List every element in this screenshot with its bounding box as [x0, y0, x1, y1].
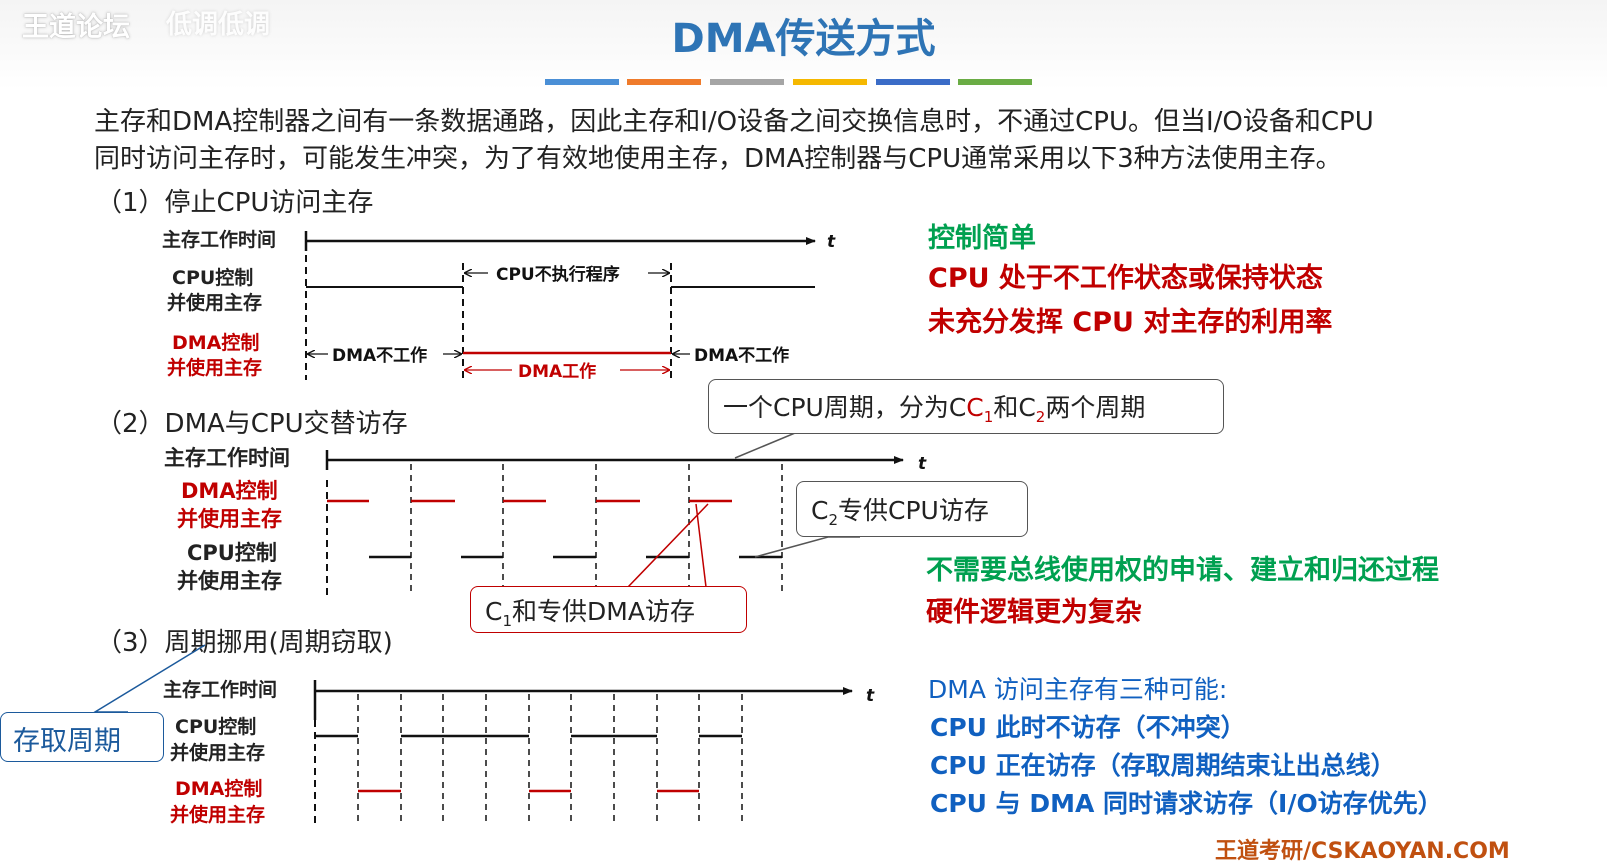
title-color-bar — [793, 79, 867, 85]
s2-label-cpu-2: 并使用主存 — [177, 569, 282, 593]
intro-line-2: 同时访问主存时，可能发生冲突，为了有效地使用主存，DMA控制器与CPU通常采用以… — [94, 144, 1342, 174]
s1-note-3: 未充分发挥 CPU 对主存的利用率 — [928, 307, 1333, 338]
section1-heading: （1）停止CPU访问主存 — [96, 188, 374, 218]
s2-cycle-guides — [410, 464, 783, 595]
s2-label-dma-2: 并使用主存 — [177, 507, 282, 531]
watermark-text: 低调低调 — [166, 10, 271, 40]
s3-axis-t: t — [866, 686, 875, 706]
s1-cpu-idle-label: CPU不执行程序 — [496, 264, 620, 285]
s1-dma-work-label: DMA工作 — [518, 361, 596, 382]
s3-callout-access-cycle: 存取周期 — [0, 712, 164, 762]
forum-logo: 王道论坛 — [22, 12, 130, 43]
s3-label-dma-1: DMA控制 — [175, 778, 263, 800]
footer-site: 王道考研/CSKAOYAN.COM — [1215, 839, 1510, 864]
s1-note-2: CPU 处于不工作状态或保持状态 — [928, 263, 1323, 294]
section2-heading: （2）DMA与CPU交替访存 — [96, 409, 408, 439]
s2-callout-c1: C1和专供DMA访存 — [470, 586, 747, 633]
s3-note-1: CPU 此时不访存（不冲突） — [930, 713, 1246, 742]
intro-line-1: 主存和DMA控制器之间有一条数据通路，因此主存和I/O设备之间交换信息时，不通过… — [94, 107, 1374, 137]
title-color-bar — [876, 79, 950, 85]
s2-label-memory: 主存工作时间 — [164, 446, 290, 470]
s3-label-memory: 主存工作时间 — [163, 679, 278, 701]
s1-label-memory: 主存工作时间 — [162, 229, 277, 251]
title-color-bar — [958, 79, 1032, 85]
s2-note-2: 硬件逻辑更为复杂 — [926, 597, 1142, 628]
s1-label-cpu-2: 并使用主存 — [167, 292, 263, 314]
s2-callout-c2-pointer — [754, 536, 860, 558]
s1-label-dma-1: DMA控制 — [172, 332, 260, 354]
s1-note-1: 控制简单 — [928, 223, 1036, 254]
s3-note-2: CPU 正在访存（存取周期结束让出总线） — [930, 751, 1396, 780]
s1-axis-t: t — [827, 232, 836, 252]
section3-heading: （3）周期挪用(周期窃取) — [96, 628, 393, 658]
s3-label-dma-2: 并使用主存 — [170, 804, 266, 826]
s3-callout-pointer — [92, 644, 206, 713]
s2-callout-cycle-pointer — [734, 432, 830, 459]
s3-label-cpu-1: CPU控制 — [175, 716, 257, 738]
s2-label-dma-1: DMA控制 — [181, 479, 278, 503]
s2-callout-c1-pointer-b — [695, 503, 707, 588]
s1-dma-idle-right: DMA不工作 — [694, 345, 789, 366]
s2-note-1: 不需要总线使用权的申请、建立和归还过程 — [926, 555, 1439, 586]
s3-note-3: CPU 与 DMA 同时请求访存（I/O访存优先） — [930, 789, 1443, 818]
s3-cycle-guides — [357, 694, 743, 825]
s1-label-dma-2: 并使用主存 — [167, 357, 263, 379]
s2-callout-c1-pointer-a — [627, 503, 709, 588]
s1-label-cpu-1: CPU控制 — [172, 267, 254, 289]
s2-axis-t: t — [918, 454, 927, 474]
title-color-bar — [627, 79, 701, 85]
title-color-bar — [545, 79, 619, 85]
s2-callout-c2: C2专供CPU访存 — [796, 481, 1028, 537]
s2-callout-cycle: 一个CPU周期，分为CC1和C2两个周期 — [708, 379, 1224, 434]
slide-title: DMA传送方式 — [671, 16, 936, 62]
s2-label-cpu-1: CPU控制 — [187, 541, 277, 565]
s1-dma-idle-left: DMA不工作 — [332, 345, 427, 366]
s3-notes-title: DMA 访问主存有三种可能: — [928, 675, 1228, 704]
title-color-bar — [710, 79, 784, 85]
s3-label-cpu-2: 并使用主存 — [170, 742, 266, 764]
